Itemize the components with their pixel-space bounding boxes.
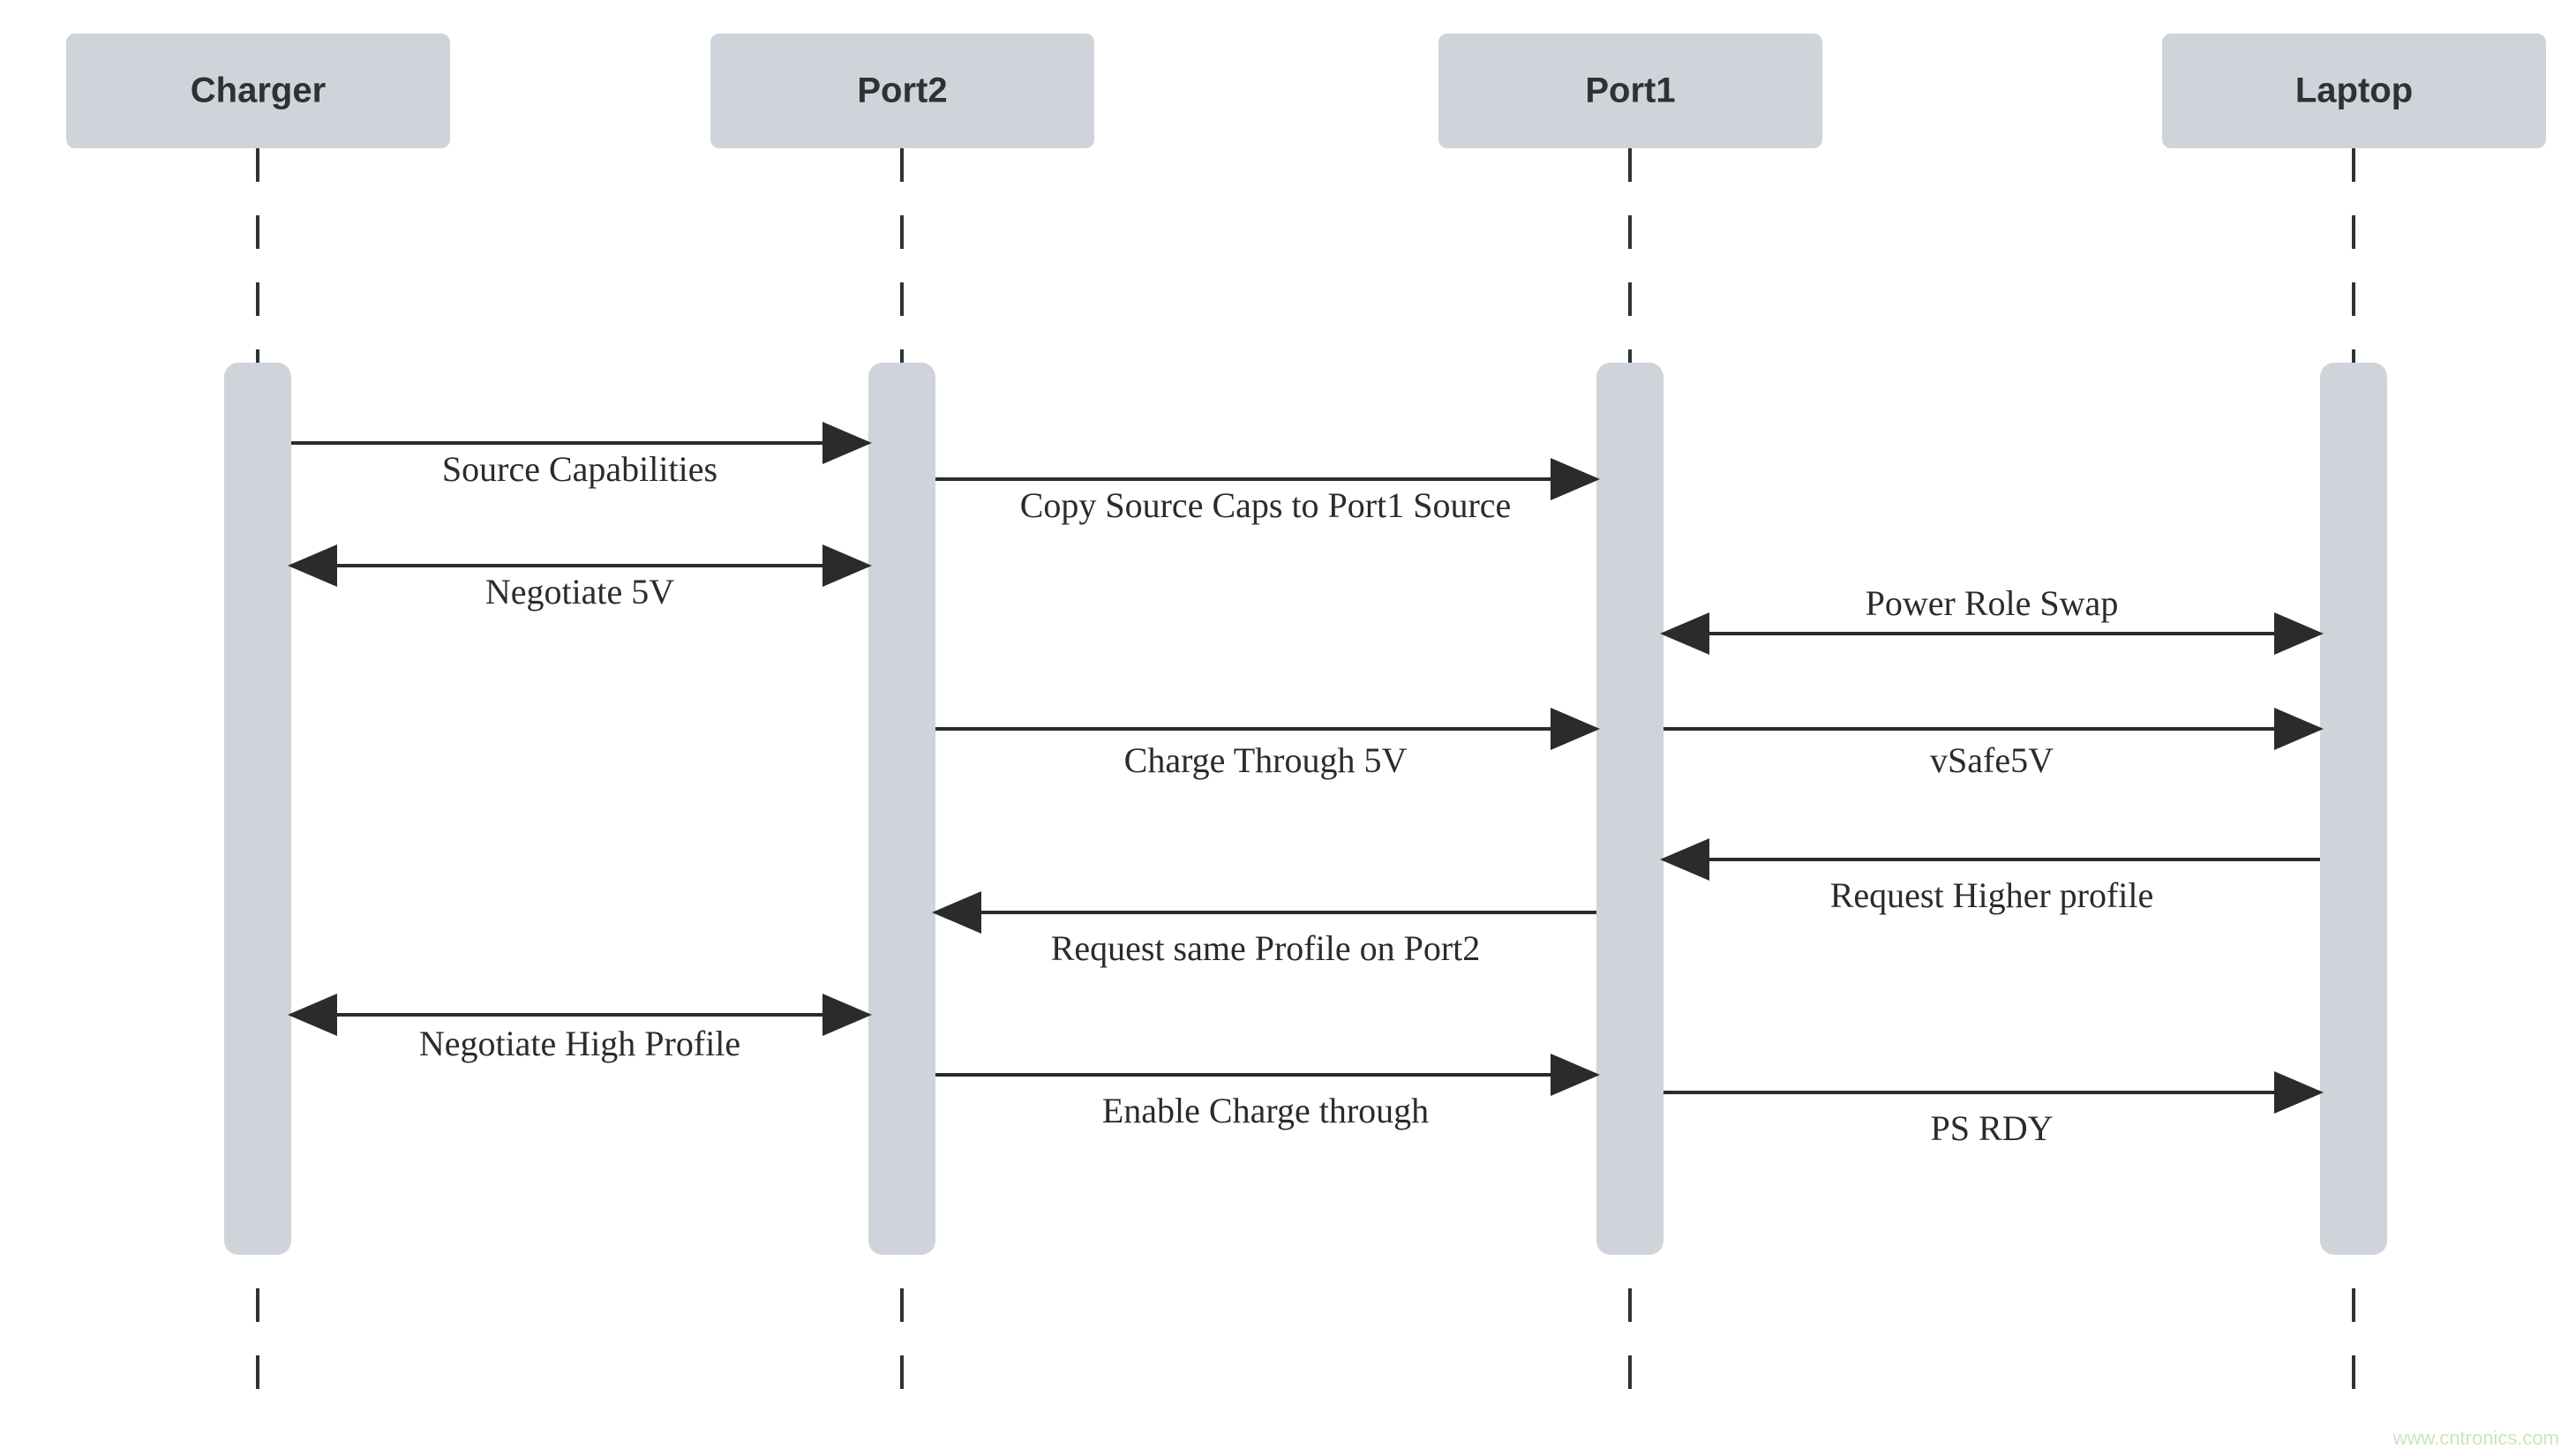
message-label-request-same-profile: Request same Profile on Port2 [1051,928,1481,968]
activation-bar-port2 [868,363,935,1255]
message-negotiate-high-profile[interactable]: Negotiate High Profile [288,994,872,1063]
participant-box-rect-laptop [2162,34,2546,148]
message-power-role-swap[interactable]: Power Role Swap [1660,583,2324,655]
message-source-capabilities[interactable]: Source Capabilities [291,422,872,489]
participant-label-port1: Port1 [1585,71,1675,110]
participant-box-rect-port2 [710,34,1094,148]
message-copy-source-caps[interactable]: Copy Source Caps to Port1 Source [935,458,1600,525]
message-label-ps-rdy: PS RDY [1931,1108,2054,1148]
participant-boxes-group: Charger Port2 Port1 Laptop [66,34,2546,148]
participant-label-laptop: Laptop [2295,71,2413,110]
message-charge-through-5v[interactable]: Charge Through 5V [935,708,1600,780]
message-label-source-capabilities: Source Capabilities [442,449,717,489]
message-label-enable-charge-through: Enable Charge through [1102,1091,1429,1130]
message-request-higher-profile[interactable]: Request Higher profile [1660,838,2320,915]
participant-port1[interactable]: Port1 [1438,34,1822,148]
activation-bar-laptop [2320,363,2387,1255]
message-enable-charge-through[interactable]: Enable Charge through [935,1054,1600,1130]
message-label-power-role-swap: Power Role Swap [1866,583,2119,623]
participant-laptop[interactable]: Laptop [2162,34,2546,148]
message-label-vsafe5v: vSafe5V [1930,740,2054,780]
participant-charger[interactable]: Charger [66,34,450,148]
participant-port2[interactable]: Port2 [710,34,1094,148]
message-label-negotiate-5v: Negotiate 5V [485,572,674,612]
message-label-request-higher-profile: Request Higher profile [1830,875,2154,915]
participant-box-rect-charger [66,34,450,148]
activation-bar-port1 [1596,363,1664,1255]
participant-label-port2: Port2 [857,71,947,110]
message-label-copy-source-caps: Copy Source Caps to Port1 Source [1020,485,1512,525]
participant-box-rect-port1 [1438,34,1822,148]
message-label-negotiate-high-profile: Negotiate High Profile [419,1024,740,1063]
activation-bars-group [224,363,2387,1255]
message-request-same-profile[interactable]: Request same Profile on Port2 [932,891,1596,968]
message-vsafe5v[interactable]: vSafe5V [1664,708,2324,780]
message-negotiate-5v[interactable]: Negotiate 5V [288,544,872,612]
lifelines-group [256,148,2355,1421]
watermark-text: www.cntronics.com [2392,1427,2559,1449]
participant-label-charger: Charger [191,71,326,110]
message-label-charge-through-5v: Charge Through 5V [1124,740,1408,780]
activation-bar-charger [224,363,291,1255]
message-ps-rdy[interactable]: PS RDY [1664,1071,2324,1148]
